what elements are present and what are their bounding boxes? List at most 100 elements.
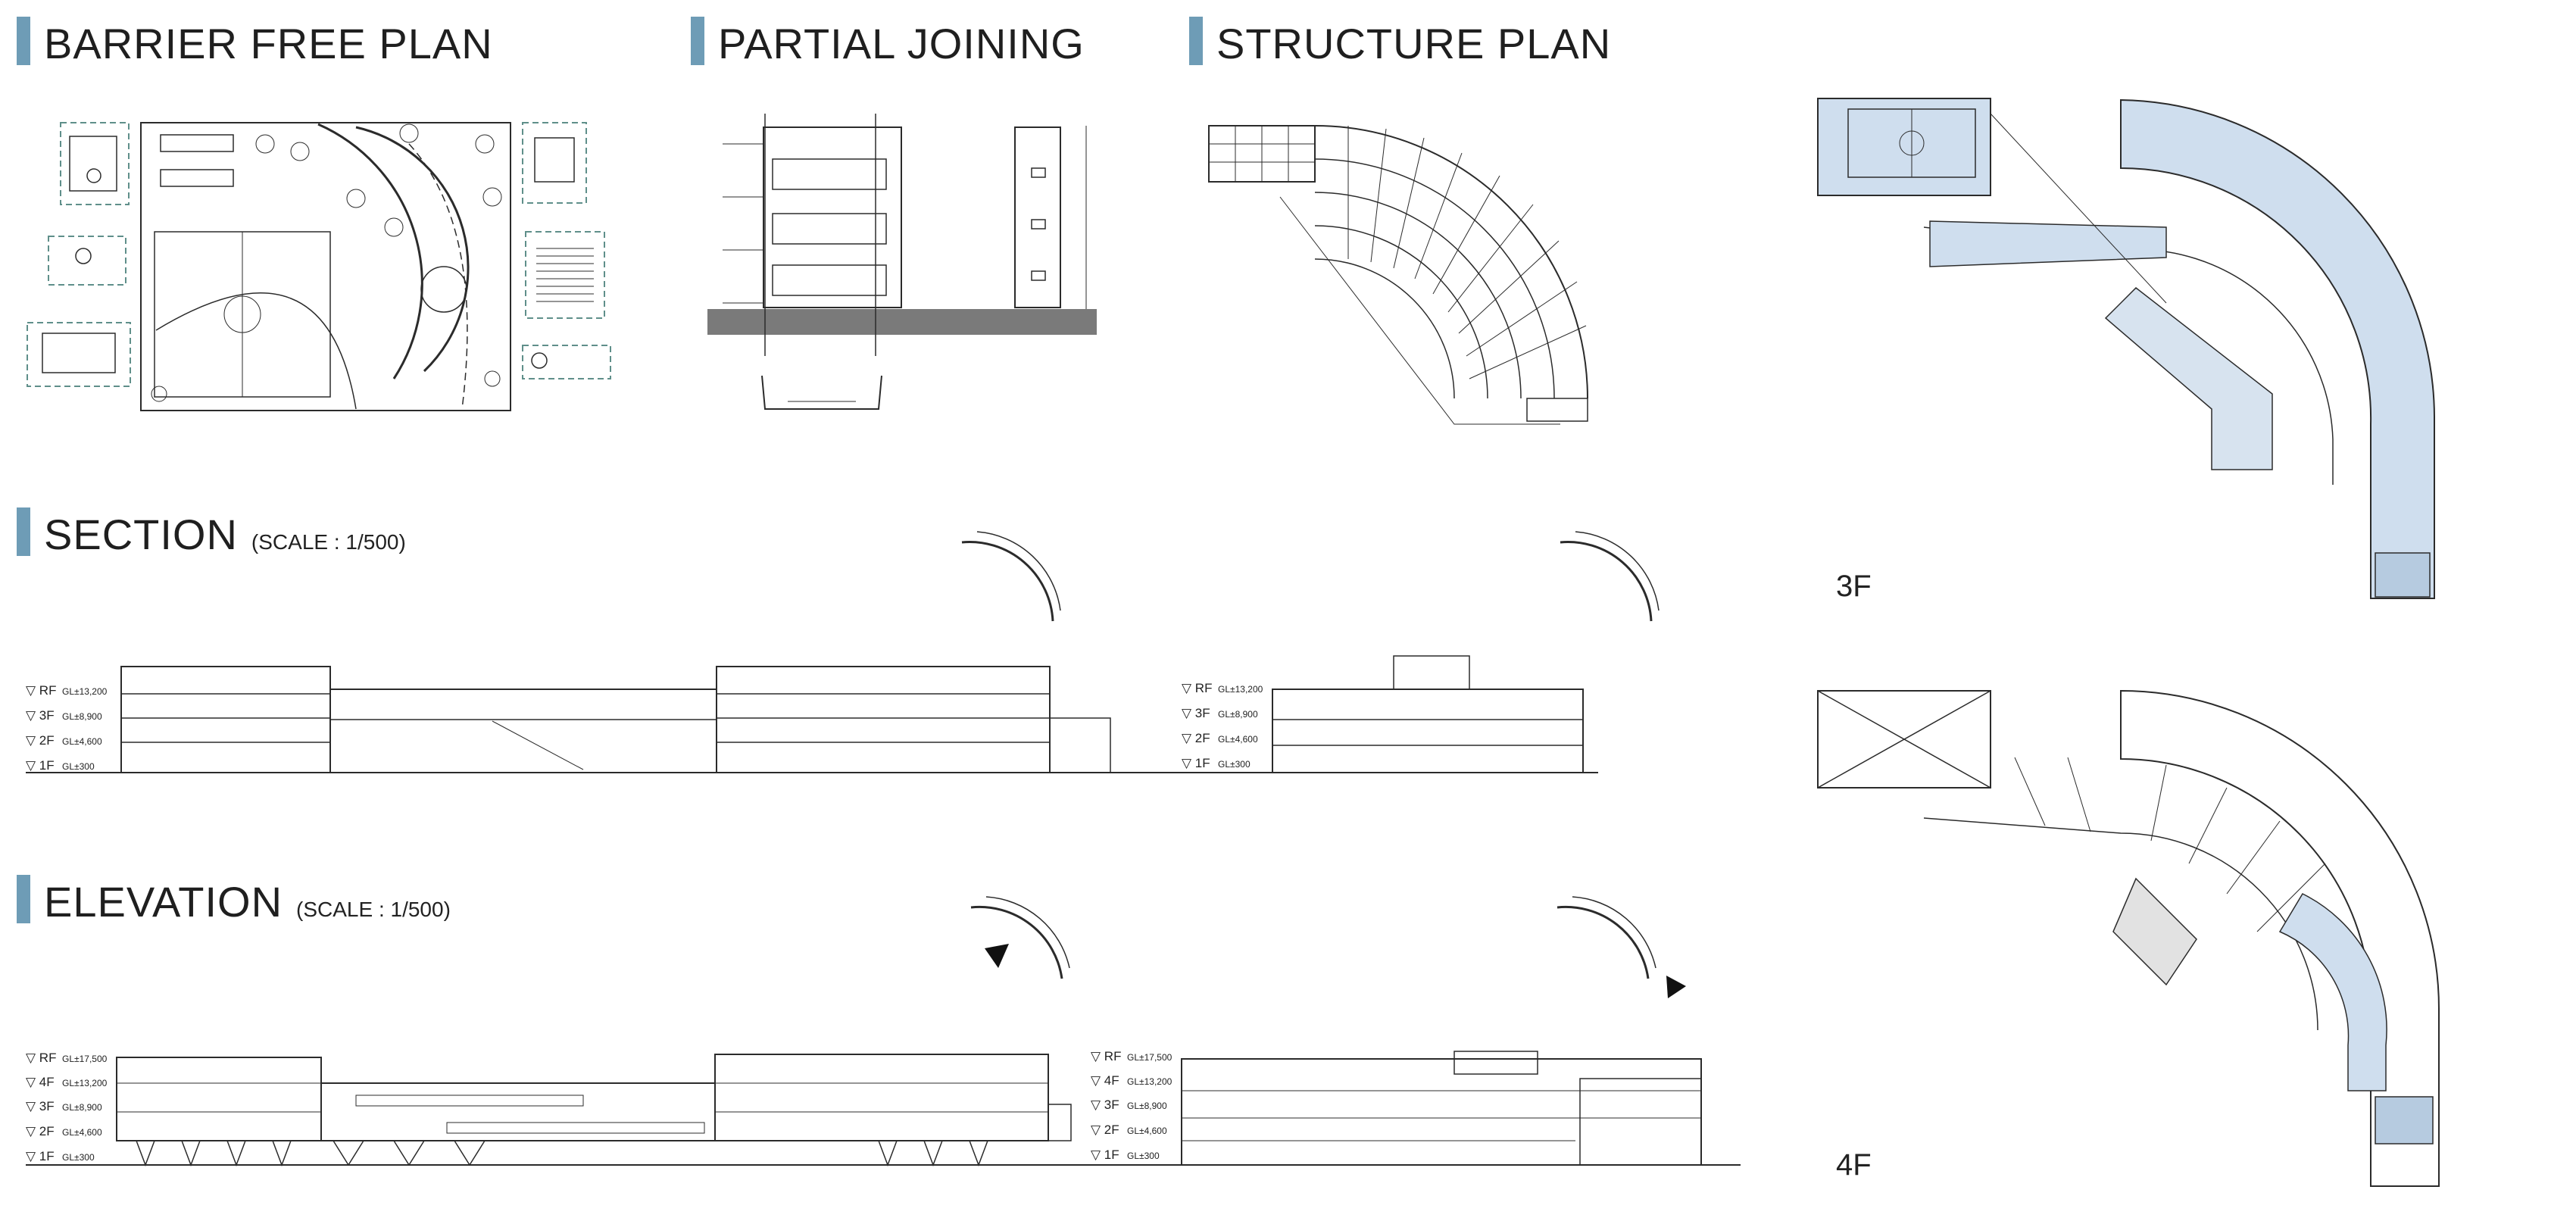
view-direction-arrow xyxy=(985,944,1009,968)
level-name: ▽ 1F xyxy=(26,1149,55,1163)
heading-scale: (SCALE : 1/500) xyxy=(296,898,451,921)
level-name: ▽ 3F xyxy=(26,708,55,723)
level-gl: GL±8,900 xyxy=(1218,709,1258,720)
joint-elevation xyxy=(763,126,902,308)
wheelchair-icon xyxy=(86,168,101,183)
level-name: ▽ 3F xyxy=(1182,706,1210,720)
level-name: ▽ RF xyxy=(1091,1049,1121,1063)
section-block-middle xyxy=(329,689,717,773)
level-gl: GL±4,600 xyxy=(1218,734,1258,745)
joint-section xyxy=(1014,126,1061,308)
partial-joining xyxy=(707,114,1097,410)
view-direction-arrow xyxy=(1666,976,1686,998)
heading-title: BARRIER FREE PLAN xyxy=(44,20,493,67)
heading-accent-bar xyxy=(691,17,704,65)
key-plan-arc xyxy=(961,541,1054,622)
detail-box-sign xyxy=(48,236,126,286)
heading-accent-bar xyxy=(17,875,30,923)
structure-radial-grid xyxy=(1347,126,1587,379)
elevator-plan xyxy=(534,137,575,183)
section-block-right xyxy=(716,666,1051,773)
level-name: ▽ 1F xyxy=(1182,756,1210,770)
heading-accent-bar xyxy=(17,17,30,65)
detail-box-elevator xyxy=(522,122,587,204)
elevation-block-middle xyxy=(320,1082,716,1141)
floor-plan-3f xyxy=(1817,98,2435,599)
level-name: ▽ 2F xyxy=(26,1124,55,1138)
elevation-block-left xyxy=(116,1057,322,1141)
radial-beams xyxy=(2014,757,2326,932)
ground-slab xyxy=(707,309,1097,335)
section-drawing xyxy=(26,531,1660,773)
heading-accent-bar xyxy=(1189,17,1203,65)
trees xyxy=(151,123,502,402)
heading-partial-joining: PARTIAL JOINING xyxy=(691,17,1085,65)
gym-block xyxy=(1817,98,1991,196)
section-block-east xyxy=(1272,689,1584,773)
level-gl: GL±4,600 xyxy=(62,736,102,747)
detail-box-toilet xyxy=(27,322,131,387)
elevation-drawing xyxy=(26,896,1741,1167)
level-gl: GL±8,900 xyxy=(1127,1101,1167,1111)
level-gl: GL±13,200 xyxy=(62,686,108,697)
parking-space-outline xyxy=(69,136,117,192)
level-gl: GL±8,900 xyxy=(62,711,102,722)
v-columns xyxy=(136,1140,988,1167)
grid-room xyxy=(2104,287,2273,470)
structure-outer-arc xyxy=(1314,125,1588,399)
running-track xyxy=(155,292,357,410)
heading-scale: (SCALE : 1/500) xyxy=(251,530,406,554)
building-inner-arc xyxy=(355,126,470,373)
heading-elevation: ELEVATION (SCALE : 1/500) xyxy=(17,875,451,923)
wheelchair-icon xyxy=(75,248,92,264)
detail-box-entrance xyxy=(522,345,611,379)
heading-title: SECTION xyxy=(44,511,238,558)
level-gl: GL±300 xyxy=(62,761,95,772)
barrier-free-route xyxy=(408,143,468,410)
elevation-block-right xyxy=(714,1054,1049,1141)
level-name: ▽ 1F xyxy=(26,758,55,773)
floor-label-3f: 3F xyxy=(1836,570,1872,603)
level-gl: GL±8,900 xyxy=(62,1102,102,1113)
curved-wing-4f xyxy=(2120,689,2440,1187)
level-name: ▽ 4F xyxy=(1091,1073,1119,1088)
level-name: ▽ 3F xyxy=(26,1099,55,1113)
level-name: ▽ RF xyxy=(26,1051,56,1065)
level-name: ▽ 2F xyxy=(1182,731,1210,745)
level-gl: GL±17,500 xyxy=(62,1054,108,1064)
structure-plan xyxy=(1208,125,1588,425)
stair-treads xyxy=(536,248,594,302)
level-gl: GL±13,200 xyxy=(1218,684,1263,695)
joint-detail xyxy=(761,375,882,410)
key-plan-arc xyxy=(970,905,1063,979)
roof-block xyxy=(1817,690,1991,788)
heading-title: PARTIAL JOINING xyxy=(718,20,1085,67)
level-gl: GL±4,600 xyxy=(1127,1126,1167,1136)
detail-box-stair xyxy=(525,231,605,319)
heading-section: SECTION (SCALE : 1/500) xyxy=(17,507,406,556)
level-gl: GL±300 xyxy=(1218,759,1251,770)
elevation-block-east xyxy=(1181,1058,1702,1166)
wheelchair-icon xyxy=(531,352,548,369)
detail-box-parking xyxy=(60,122,130,205)
round-pavilion xyxy=(420,266,467,313)
level-name: ▽ 3F xyxy=(1091,1098,1119,1112)
level-gl: GL±4,600 xyxy=(62,1127,102,1138)
key-plan-arc xyxy=(1560,541,1653,622)
hatched-room xyxy=(2112,877,2197,986)
level-name: ▽ 2F xyxy=(26,733,55,748)
level-name: ▽ 1F xyxy=(1091,1148,1119,1162)
barrier-free-plan xyxy=(27,122,611,411)
building-outer-arc xyxy=(317,123,423,379)
level-gl: GL±300 xyxy=(62,1152,95,1163)
heading-title: ELEVATION xyxy=(44,878,283,926)
level-gl: GL±13,200 xyxy=(62,1078,108,1088)
floor-plan-4f xyxy=(1817,689,2440,1187)
heading-accent-bar xyxy=(17,507,30,556)
section-block-left xyxy=(120,666,331,773)
section-level-labels: ▽ RF GL±13,200 ▽ 3F GL±8,900 ▽ 2F GL±4,6… xyxy=(26,681,1263,773)
elevation-level-labels: ▽ RF GL±17,500 ▽ 4F GL±13,200 ▽ 3F GL±8,… xyxy=(26,1049,1172,1163)
curved-wing xyxy=(2120,98,2435,599)
level-gl: GL±17,500 xyxy=(1127,1052,1172,1063)
